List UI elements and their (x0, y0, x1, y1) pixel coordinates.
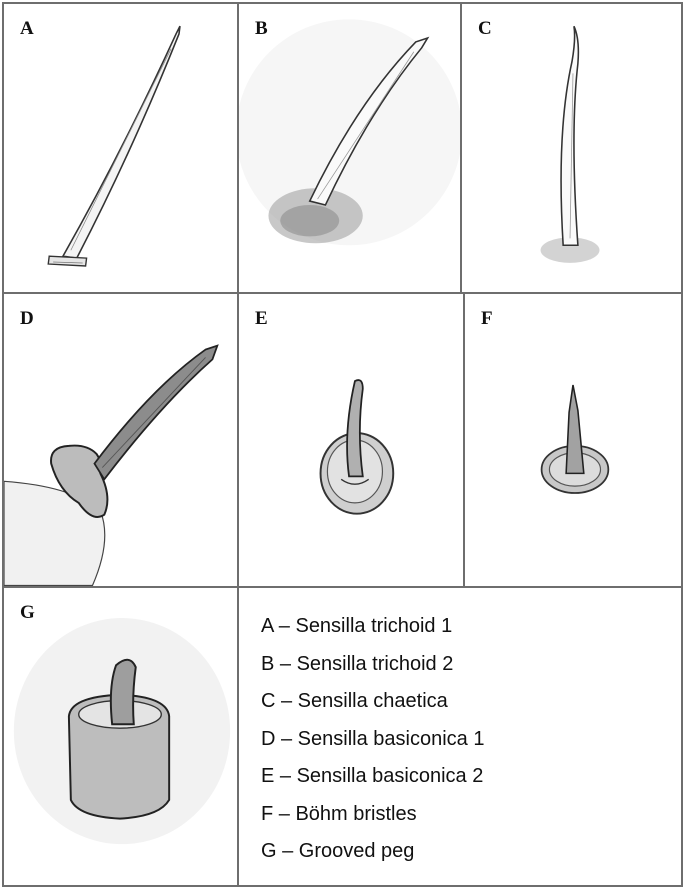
panel-c: C (460, 2, 683, 294)
sensilla-chaetica-drawing (540, 25, 600, 263)
legend-item-f: F – Böhm bristles (261, 802, 417, 825)
legend-item-g: G – Grooved peg (261, 840, 415, 862)
panel-g: G (2, 586, 239, 887)
panel-f: F (463, 292, 683, 588)
legend-item-a: A – Sensilla trichoid 1 (261, 615, 453, 637)
panel-letter-d: D (20, 308, 34, 329)
legend-item-d: D – Sensilla basiconica 1 (261, 727, 485, 750)
panel-letter-g: G (20, 602, 35, 623)
sensilla-basiconica-1-drawing (4, 344, 219, 586)
bohm-bristles-drawing (540, 384, 610, 494)
legend-item-e: E – Sensilla basiconica 2 (261, 765, 484, 787)
grooved-peg-drawing (13, 618, 231, 845)
panel-letter-f: F (481, 308, 493, 329)
panel-letter-c: C (478, 18, 492, 39)
panel-e: E (237, 292, 465, 588)
sensilla-trichoid-2-drawing (239, 19, 460, 246)
legend-item-c: C – Sensilla chaetica (261, 690, 448, 712)
panel-letter-b: B (255, 18, 268, 39)
panel-d: D (2, 292, 239, 588)
panel-b: B (237, 2, 462, 294)
legend-item-b: B – Sensilla trichoid 2 (261, 652, 454, 675)
panel-letter-a: A (20, 18, 34, 39)
panel-a: A (2, 2, 239, 294)
legend-list: A – Sensilla trichoid 1 B – Sensilla tri… (261, 608, 484, 871)
panel-letter-e: E (255, 308, 268, 329)
legend-box: A – Sensilla trichoid 1 B – Sensilla tri… (237, 586, 683, 887)
sensilla-trichoid-1-drawing (47, 25, 181, 267)
sensilla-basiconica-2-drawing (319, 379, 395, 515)
